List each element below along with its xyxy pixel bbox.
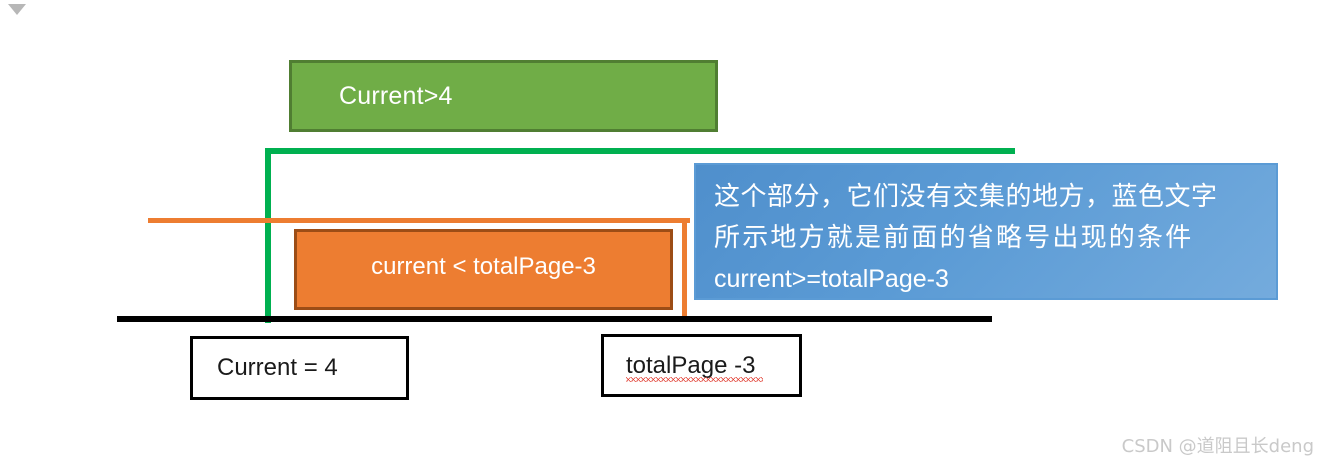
label-box-totalpage: totalPage -3 bbox=[601, 334, 802, 397]
label-current-text: Current = 4 bbox=[217, 354, 338, 381]
orange-bracket-horizontal-line bbox=[148, 218, 690, 223]
blue-annotation-box: 这个部分，它们没有交集的地方，蓝色文字 所示地方就是前面的省略号出现的条件 cu… bbox=[694, 163, 1278, 300]
watermark-text: CSDN @道阻且长deng bbox=[1121, 436, 1314, 457]
label-totalpage-text: totalPage -3 bbox=[626, 351, 756, 379]
orange-bracket-vertical-line bbox=[682, 218, 687, 322]
label-box-current: Current = 4 bbox=[190, 336, 409, 400]
blue-note-line-2: 所示地方就是前面的省略号出现的条件 bbox=[714, 223, 1194, 253]
spellcheck-squiggle bbox=[626, 377, 763, 382]
green-condition-label: Current>4 bbox=[339, 81, 453, 110]
blue-note-line-3: current>=totalPage-3 bbox=[714, 265, 949, 293]
green-bracket-horizontal-line bbox=[265, 148, 1015, 154]
blue-note-line-1: 这个部分，它们没有交集的地方，蓝色文字 bbox=[714, 182, 1218, 212]
caret-down-icon bbox=[8, 4, 26, 15]
baseline-axis bbox=[117, 316, 992, 322]
green-condition-box: Current>4 bbox=[289, 60, 718, 132]
orange-condition-box: current < totalPage-3 bbox=[294, 229, 673, 310]
orange-condition-label: current < totalPage-3 bbox=[371, 252, 596, 280]
green-bracket-vertical-line bbox=[265, 150, 271, 323]
